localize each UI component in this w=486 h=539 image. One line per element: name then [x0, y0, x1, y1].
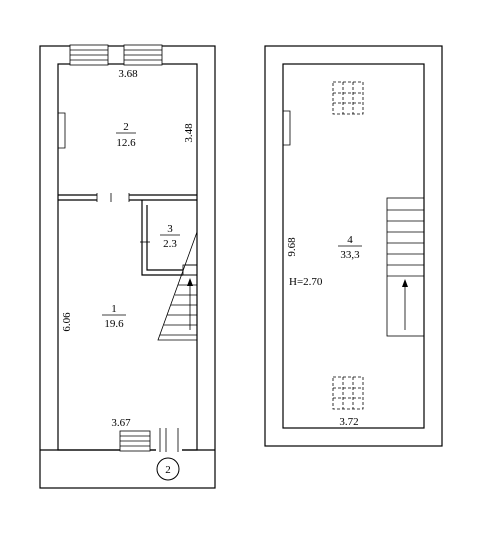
left-top-windows	[69, 44, 163, 66]
left-top-width-label: 3.68	[118, 68, 138, 80]
room1-height-label: 6.06	[61, 312, 73, 332]
room3-walls	[140, 200, 183, 276]
ceiling-height-label: H=2.70	[289, 276, 323, 288]
right-staircase	[386, 197, 425, 337]
entrance-marker-circle	[156, 457, 180, 481]
room2-area: 12.6	[116, 137, 136, 149]
bottom-skylight	[332, 376, 364, 410]
right-height-label: 9.68	[286, 237, 298, 257]
left-wall-niche	[58, 112, 66, 149]
right-bottom-width-label: 3.72	[339, 416, 358, 428]
room1-number: 1	[111, 303, 117, 315]
room4-number: 4	[347, 234, 353, 246]
room3-area: 2.3	[163, 238, 177, 250]
left-bottom-width-label: 3.67	[111, 417, 131, 429]
left-staircase	[157, 231, 198, 341]
right-wall-niche	[283, 110, 291, 146]
left-floor-plan: 3.68 2 12.6 3.48 3 2.3 1 19.6 6.06 3.67 …	[39, 44, 216, 489]
entrance-marker-label: 2	[165, 464, 171, 476]
right-floor-plan: 9.68 4 33,3 H=2.70 3.72	[264, 45, 443, 447]
room2-number: 2	[123, 121, 129, 133]
right-outer-wall	[264, 45, 443, 447]
top-skylight	[332, 81, 364, 115]
room4-area: 33,3	[340, 249, 360, 261]
room2-height-label: 3.48	[183, 123, 195, 143]
room3-number: 3	[167, 223, 173, 235]
left-bottom-openings	[119, 428, 182, 452]
room1-area: 19.6	[104, 318, 124, 330]
partition-room2-room1	[58, 193, 197, 202]
